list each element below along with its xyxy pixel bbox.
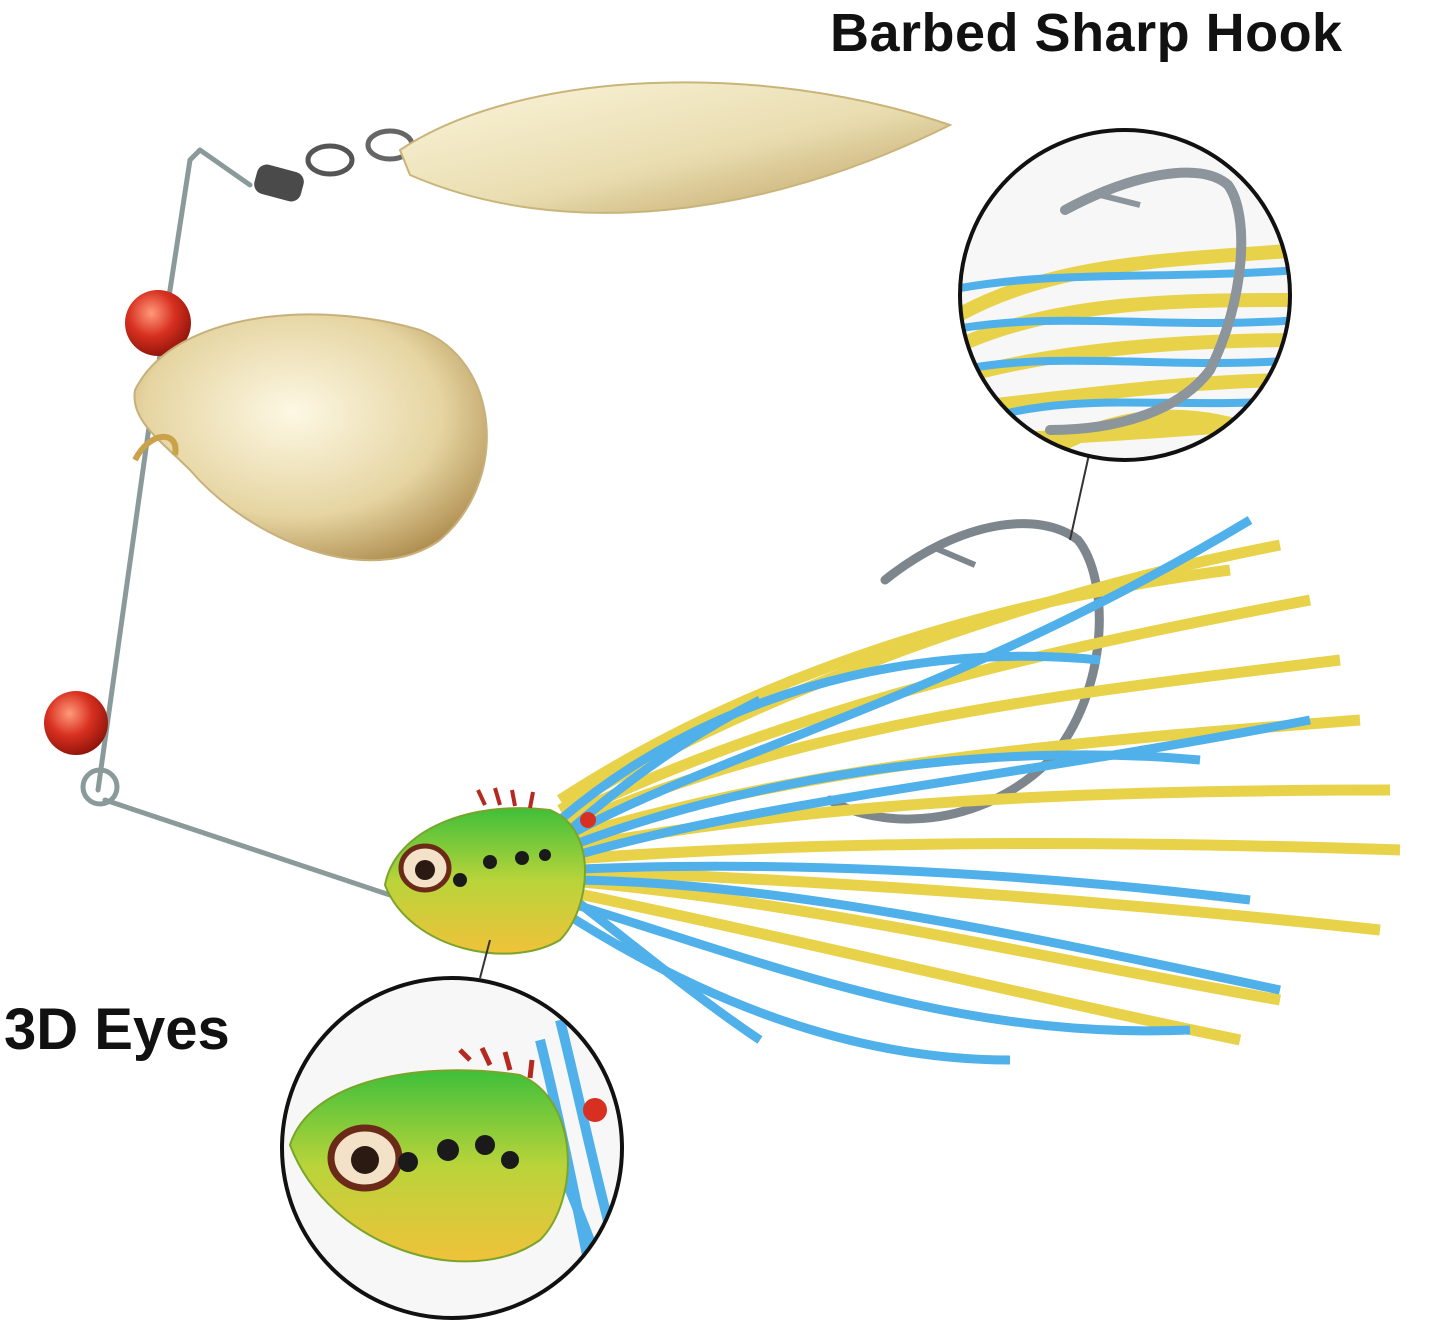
blade-clevis (132, 433, 179, 462)
eyes-leader-line (479, 939, 491, 979)
hook-callout-label: Barbed Sharp Hook (830, 3, 1343, 63)
skirt-blue (557, 516, 1311, 1065)
swivel (254, 128, 415, 202)
willow-blade (398, 81, 953, 214)
red-bead-upper (125, 290, 191, 356)
main-hook-barb (933, 545, 977, 568)
wire-arm (95, 147, 393, 898)
lure-head (383, 787, 596, 955)
colorado-blade (133, 313, 488, 562)
hook-zoom-inset (958, 128, 1292, 462)
eyes-callout-label: 3D Eyes (4, 997, 230, 1062)
eyes-zoom-inset (280, 976, 624, 1320)
hook-leader-line (1069, 449, 1091, 541)
red-bead-lower (44, 691, 108, 755)
skirt-yellow (557, 539, 1401, 1046)
wire-eyelet (80, 767, 120, 807)
